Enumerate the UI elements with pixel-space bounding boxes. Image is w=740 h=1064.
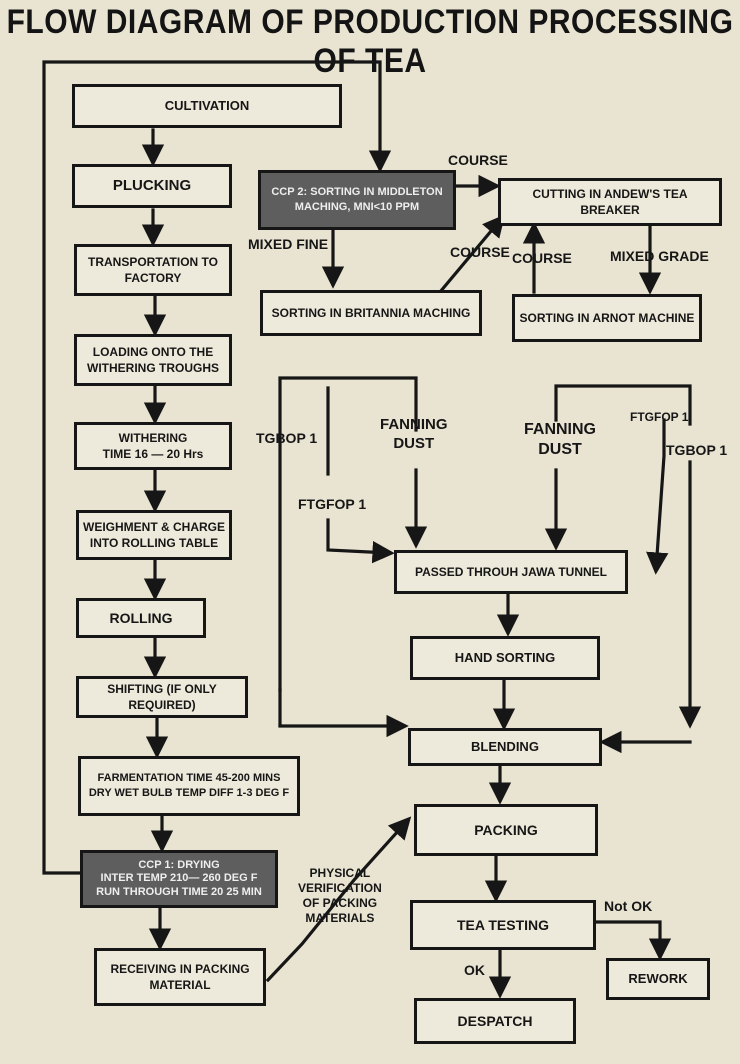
label-ftgfop-left: FTGFOP 1 [298, 496, 367, 512]
box-weighment-line2: INTO ROLLING TABLE [89, 536, 219, 550]
box-plucking: PLUCKING [72, 164, 232, 208]
box-ccp1-drying: CCP 1: DRYING INTER TEMP 210— 260 DEG F … [80, 850, 278, 908]
box-arnot: SORTING IN ARNOT MACHINE [512, 294, 702, 342]
box-receiving: RECEIVING IN PACKING MATERIAL [94, 948, 266, 1006]
box-cultivation-text: CULTIVATION [164, 98, 250, 114]
box-tea-testing: TEA TESTING [410, 900, 596, 950]
box-britannia-text: SORTING IN BRITANNIA MACHING [271, 305, 471, 320]
label-fanning-right-1: FANNING [524, 421, 596, 438]
box-withering-line2: TIME 16 — 20 Hrs [102, 447, 204, 461]
box-packing-text: PACKING [474, 821, 538, 838]
box-despatch-text: DESPATCH [457, 1012, 533, 1029]
box-jawa-tunnel: PASSED THROUH JAWA TUNNEL [394, 550, 628, 594]
label-course-mid: COURSE [450, 244, 510, 260]
box-cultivation: CULTIVATION [72, 84, 342, 128]
box-loading-line1: LOADING ONTO THE [92, 344, 214, 359]
box-hand-sorting: HAND SORTING [410, 636, 600, 680]
box-receiving-line1: RECEIVING IN PACKING [110, 961, 250, 976]
box-cutting-text: CUTTING IN ANDEW'S TEA BREAKER [532, 186, 688, 217]
box-shifting-text: SHIFTING (IF ONLY REQUIRED) [107, 681, 217, 712]
box-receiving-line2: MATERIAL [149, 978, 211, 992]
label-fanning-left-2: DUST [393, 434, 435, 452]
box-rework-text: REWORK [628, 971, 688, 987]
label-ftgfop-right: FTGFOP 1 [630, 410, 689, 424]
box-despatch: DESPATCH [414, 998, 576, 1044]
label-fanning-dust-right: FANNING DUST [524, 420, 596, 460]
label-fanning-right-2: DUST [538, 441, 582, 458]
box-loading: LOADING ONTO THE WITHERING TROUGHS [74, 334, 232, 386]
box-weighment-line1: WEIGHMENT & CHARGE [83, 519, 225, 534]
box-plucking-text: PLUCKING [112, 176, 192, 194]
label-mixed-grade: MIXED GRADE [610, 248, 709, 264]
box-drying-line2: INTER TEMP 210— 260 DEG F [100, 872, 258, 885]
label-not-ok: Not OK [604, 898, 653, 914]
label-tgbop-right: TGBOP 1 [666, 442, 728, 458]
label-course-right: COURSE [512, 250, 572, 266]
label-tgbop-left: TGBOP 1 [256, 430, 318, 446]
box-fermentation: FARMENTATION TIME 45-200 MINS DRY WET BU… [78, 756, 300, 816]
box-withering: WITHERING TIME 16 — 20 Hrs [74, 422, 232, 470]
box-drying-line3: RUN THROUGH TIME 20 25 MIN [96, 885, 262, 898]
box-rework: REWORK [606, 958, 710, 1000]
arrow-testing-rework [594, 920, 672, 961]
box-hand-sorting-text: HAND SORTING [454, 650, 556, 666]
box-loading-line2: WITHERING TROUGHS [87, 361, 219, 375]
arrow-ftgfop-right-jawa [646, 418, 669, 575]
box-cutting: CUTTING IN ANDEW'S TEA BREAKER [498, 178, 722, 226]
box-tea-testing-text: TEA TESTING [456, 916, 550, 933]
label-ok: OK [464, 962, 485, 978]
box-transportation-line1: TRANSPORTATION TO [88, 254, 218, 269]
label-physical-2: VERIFICATION [298, 881, 382, 895]
box-ccp2-line1: CCP 2: SORTING IN MIDDLETON [271, 186, 443, 199]
label-physical-3: OF PACKING [302, 896, 378, 910]
box-transportation-line2: FACTORY [124, 271, 182, 285]
arrow-receiving-packing [265, 816, 412, 983]
box-shifting: SHIFTING (IF ONLY REQUIRED) [76, 676, 248, 718]
box-ccp2-line2: MACHING, MNI<10 PPM [294, 201, 420, 213]
label-mixed-fine: MIXED FINE [248, 236, 329, 252]
line-right-bracket [554, 384, 692, 426]
box-withering-line1: WITHERING [118, 430, 188, 445]
box-transportation: TRANSPORTATION TO FACTORY [74, 244, 232, 296]
box-blending: BLENDING [408, 728, 602, 766]
label-physical-4: MATERIALS [305, 911, 375, 925]
box-fermentation-line2: DRY WET BULB TEMP DIFF 1-3 DEG F [88, 787, 290, 799]
box-rolling-text: ROLLING [109, 609, 173, 626]
box-ccp2-sorting: CCP 2: SORTING IN MIDDLETON MACHING, MNI… [258, 170, 456, 230]
box-weighment: WEIGHMENT & CHARGE INTO ROLLING TABLE [76, 510, 232, 560]
box-arnot-text: SORTING IN ARNOT MACHINE [519, 310, 695, 325]
box-rolling: ROLLING [76, 598, 206, 638]
label-fanning-left-1: FANNING [380, 416, 448, 433]
line-left-bracket [278, 376, 418, 692]
label-course-top: COURSE [448, 152, 508, 168]
label-physical-1: PHYSICAL [309, 866, 371, 880]
box-fermentation-line1: FARMENTATION TIME 45-200 MINS [97, 772, 281, 785]
arrow-britannia-course [437, 214, 506, 295]
arrow-ftgfop-left-jawa-2 [326, 518, 395, 564]
box-jawa-text: PASSED THROUH JAWA TUNNEL [414, 564, 607, 579]
box-packing: PACKING [414, 804, 598, 856]
box-drying-line1: CCP 1: DRYING [138, 859, 220, 872]
label-fanning-dust-left: FANNING DUST [380, 416, 448, 454]
arrow-drying-loop-ccp2 [42, 60, 392, 875]
box-britannia: SORTING IN BRITANNIA MACHING [260, 290, 482, 336]
label-physical-verification: PHYSICAL VERIFICATION OF PACKING MATERIA… [298, 866, 382, 926]
box-blending-text: BLENDING [471, 739, 539, 755]
